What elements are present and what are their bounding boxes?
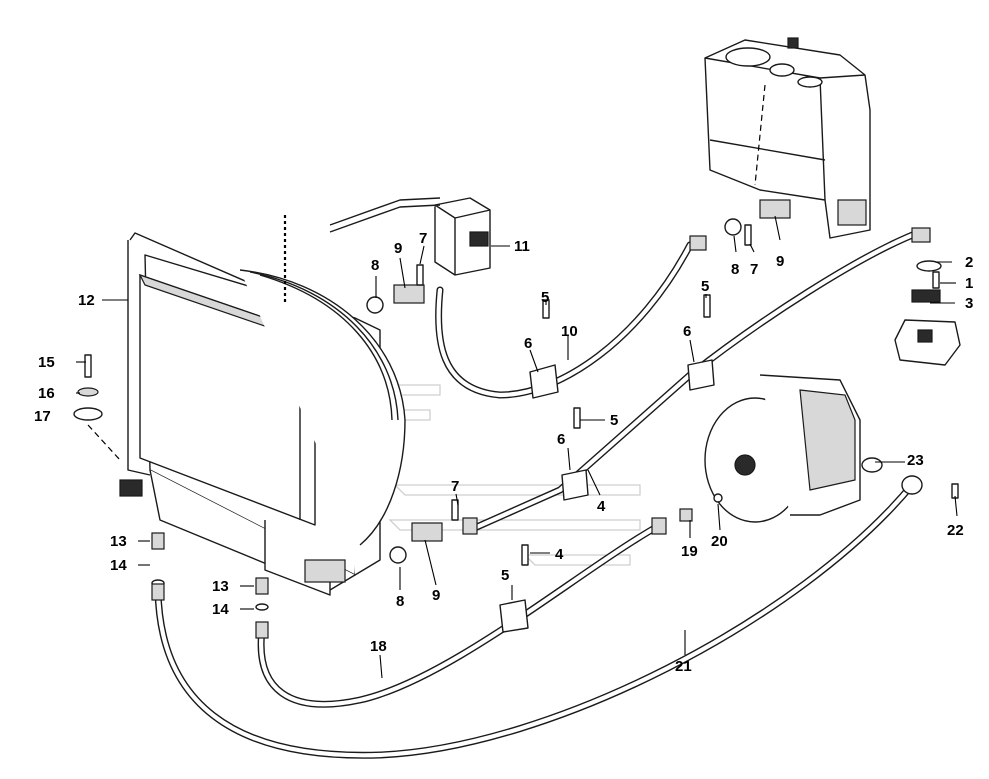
callout-6: 6	[683, 323, 691, 340]
callout-7: 7	[419, 230, 427, 247]
hydraulic-tank	[704, 37, 871, 239]
callout-4: 4	[555, 546, 564, 563]
oil-cooler-radiator	[119, 232, 406, 596]
callout-1: 1	[965, 275, 973, 292]
callout-13: 13	[212, 578, 229, 595]
callout-7: 7	[750, 261, 758, 278]
callout-2: 2	[965, 254, 973, 271]
callout-6: 6	[524, 335, 532, 352]
callout-9: 9	[776, 253, 784, 270]
callout-13: 13	[110, 533, 127, 550]
callout-8: 8	[396, 593, 404, 610]
leader-lines	[76, 215, 958, 679]
callout-22: 22	[947, 522, 964, 539]
fittings-and-clamps	[73, 199, 959, 639]
callout-8: 8	[731, 261, 739, 278]
callout-21: 21	[675, 658, 692, 675]
callout-9: 9	[432, 587, 440, 604]
callout-11: 11	[514, 238, 530, 255]
callout-16: 16	[38, 385, 55, 402]
callout-5: 5	[610, 412, 618, 429]
callout-17: 17	[34, 408, 51, 425]
callout-labels: 12 15 16 17 13 14 13 14 8 9 7 11 5 10 6 …	[34, 230, 973, 675]
callout-5: 5	[541, 289, 549, 306]
callout-5: 5	[501, 567, 509, 584]
callout-12: 12	[78, 292, 95, 309]
callout-14: 14	[212, 601, 229, 618]
callout-7: 7	[451, 478, 459, 495]
reference-lines	[87, 215, 287, 461]
callout-9: 9	[394, 240, 402, 257]
callout-15: 15	[38, 354, 55, 371]
callout-18: 18	[370, 638, 387, 655]
callout-14: 14	[110, 557, 127, 574]
callout-6: 6	[557, 431, 565, 448]
callout-4: 4	[597, 498, 606, 515]
callout-8: 8	[371, 257, 379, 274]
return-filter	[329, 197, 491, 276]
transmission-pump-unit	[704, 319, 961, 523]
callout-3: 3	[965, 295, 973, 312]
callout-20: 20	[711, 533, 728, 550]
callout-5: 5	[701, 278, 709, 295]
callout-10: 10	[561, 323, 578, 340]
callout-23: 23	[907, 452, 924, 469]
callout-19: 19	[681, 543, 698, 560]
